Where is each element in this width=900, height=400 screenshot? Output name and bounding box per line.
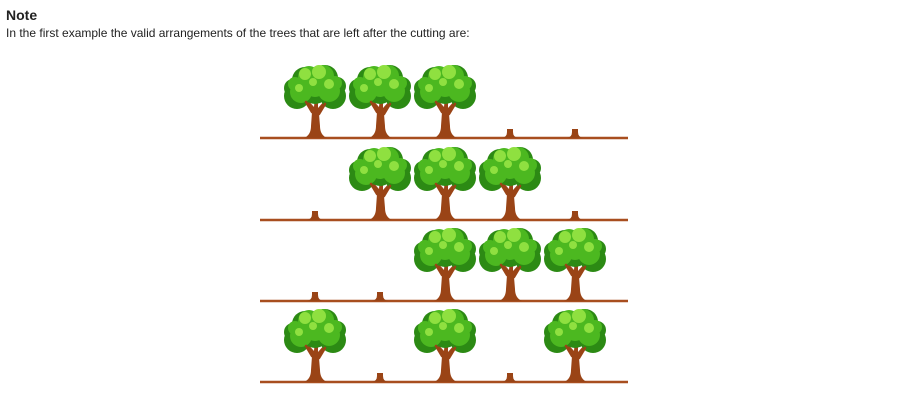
tree-stump-icon [502,373,518,382]
tree-icon [284,65,346,138]
tree-stump-icon [567,211,583,220]
tree-icon [284,309,346,382]
tree-icon [414,309,476,382]
tree-icon [349,65,411,138]
arrangement-row [260,65,628,140]
section-title: Note [6,7,38,23]
tree-stump-icon [372,292,388,301]
tree-icon [414,228,476,301]
tree-stump-icon [502,129,518,138]
tree-icon [479,228,541,301]
tree-icon [349,147,411,220]
arrangement-row [260,309,628,384]
tree-stump-icon [307,292,323,301]
tree-stump-icon [307,211,323,220]
tree-stump-icon [372,373,388,382]
section-text: In the first example the valid arrangeme… [6,26,470,40]
tree-icon [414,65,476,138]
tree-icon [544,228,606,301]
arrangement-row [260,147,628,222]
tree-icon [479,147,541,220]
tree-icon [544,309,606,382]
tree-icon [414,147,476,220]
arrangement-row [260,228,628,303]
tree-stump-icon [567,129,583,138]
